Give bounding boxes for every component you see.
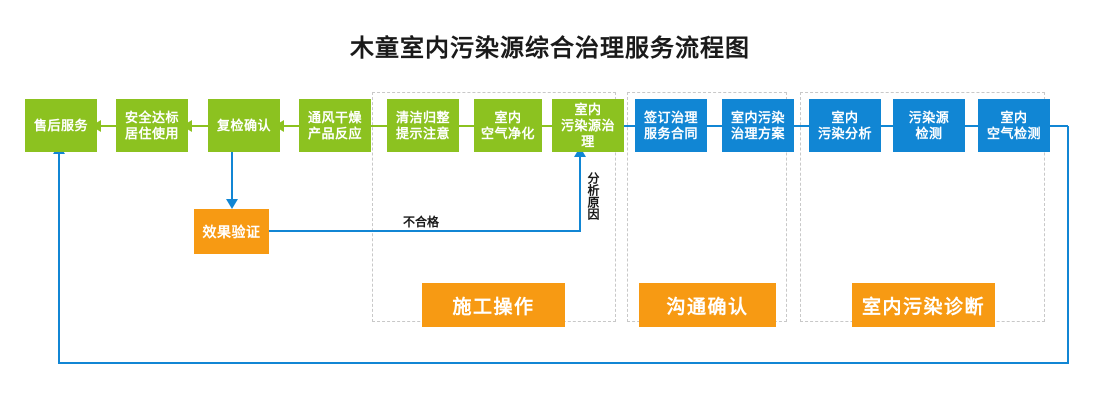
return-line-bottom-horizontal [58,362,1069,364]
node-label: 室内污染 治理方案 [730,109,785,141]
node-label: 售后服务 [33,117,88,133]
node-safety-standard-occupancy[interactable]: 安全达标 居住使用 [116,99,188,152]
connector-green-6 [537,125,557,127]
edge-label-fail: 不合格 [403,215,440,229]
fail-loop-horizontal [268,230,581,232]
connector-blue-2 [700,125,722,127]
node-label: 通风干燥 产品反应 [307,109,362,141]
node-label: 效果验证 [202,223,261,240]
fail-loop-vertical [579,155,581,231]
connector-green-5 [455,125,475,127]
node-label: 复检确认 [216,117,271,133]
node-pollution-source-detection[interactable]: 污染源 检测 [893,99,965,152]
connector-blue-3 [787,125,809,127]
node-label: 安全达标 居住使用 [124,109,179,141]
node-label: 室内 空气检测 [986,109,1041,141]
node-sign-treatment-service-contract[interactable]: 签订治理 服务合同 [635,99,707,152]
node-label: 室内 污染分析 [817,109,872,141]
connector-green-1 [97,125,117,127]
node-recheck-confirmation[interactable]: 复检确认 [208,99,280,152]
node-indoor-air-purification[interactable]: 室内 空气净化 [474,99,542,152]
page-title: 木童室内污染源综合治理服务流程图 [350,35,750,62]
node-cleanup-and-notice[interactable]: 清洁归整 提示注意 [387,99,459,152]
connector-green-4 [367,125,387,127]
node-effect-verification[interactable]: 效果验证 [194,209,269,254]
stage-banner-diagnosis[interactable]: 室内污染诊断 [852,283,995,327]
connector-blue-4 [873,125,893,127]
node-after-sales-service[interactable]: 售后服务 [25,99,97,152]
node-indoor-pollution-treatment-plan[interactable]: 室内污染 治理方案 [722,99,794,152]
node-label: 签订治理 服务合同 [643,109,698,141]
return-line-left-vertical [58,152,60,363]
stage-label: 室内污染诊断 [861,296,985,318]
connector-green-2 [188,125,208,127]
recheck-to-verify-arrowhead-icon [226,199,238,209]
stage-label: 施工操作 [452,296,535,318]
node-label: 污染源 检测 [908,109,950,141]
node-ventilation-drying-product-reaction[interactable]: 通风干燥 产品反应 [299,99,371,152]
node-indoor-pollution-source-treatment[interactable]: 室内 污染源治理 [552,99,624,152]
connector-green-3 [280,125,300,127]
connector-blue-1 [616,125,636,127]
stage-label: 沟通确认 [666,296,749,318]
stage-banner-communication[interactable]: 沟通确认 [639,283,776,327]
edge-label-analyze-cause: 分析原因 [586,172,600,220]
node-indoor-air-detection[interactable]: 室内 空气检测 [978,99,1050,152]
connector-blue-5 [958,125,978,127]
node-label: 室内 空气净化 [480,109,535,141]
node-label: 室内 污染源治理 [560,101,615,149]
recheck-to-verify-line [231,152,233,201]
node-label: 清洁归整 提示注意 [395,109,450,141]
return-line-right-vertical [1067,126,1069,364]
fail-loop-arrowhead-icon [574,147,586,157]
stage-banner-construction[interactable]: 施工操作 [422,283,565,327]
node-indoor-pollution-analysis[interactable]: 室内 污染分析 [809,99,881,152]
